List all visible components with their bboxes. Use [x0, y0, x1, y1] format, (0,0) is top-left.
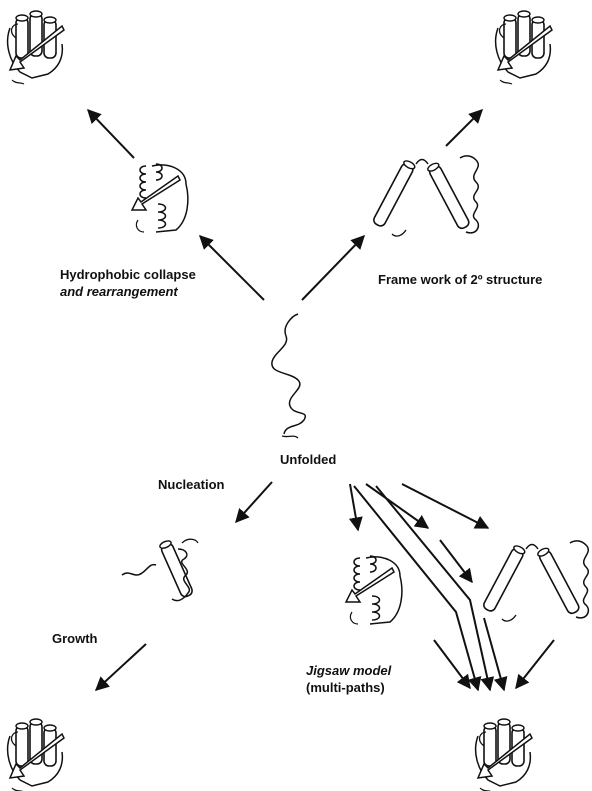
unfolded-chain-icon — [272, 314, 305, 438]
arrow-unfolded-to-framework — [302, 236, 364, 300]
framework-label: Frame work of 2º structure — [378, 271, 542, 288]
native-folded-protein-icon-bottom-right — [476, 719, 532, 791]
arrow-framework-to-native — [446, 110, 482, 146]
secondary-structure-framework-icon — [372, 156, 478, 236]
collapsed-intermediate-icon-jigsaw — [346, 556, 402, 624]
jigsaw-model-line2: (multi-paths) — [306, 679, 391, 696]
arrow-collapse-to-native — [88, 110, 134, 158]
native-folded-protein-icon-top-left — [8, 11, 64, 84]
arrow-unfolded-to-collapse — [200, 236, 264, 300]
native-folded-protein-icon-bottom-left — [8, 719, 64, 791]
arrow-growth-to-native — [96, 644, 146, 690]
hydrophobic-collapse-line1: Hydrophobic collapse — [60, 266, 196, 283]
hydrophobic-collapse-label: Hydrophobic collapse and rearrangement — [60, 266, 196, 300]
arrow-jigsaw-path-3 — [402, 484, 488, 528]
jigsaw-model-line1: Jigsaw model — [306, 662, 391, 679]
nucleation-label: Nucleation — [158, 476, 224, 493]
collapsed-intermediate-icon — [132, 164, 188, 232]
hydrophobic-collapse-line2: and rearrangement — [60, 283, 196, 300]
jigsaw-model-label: Jigsaw model (multi-paths) — [306, 662, 391, 696]
native-folded-protein-icon-top-right — [496, 11, 552, 84]
arrow-jigsaw-path-6 — [434, 640, 470, 688]
secondary-structure-framework-icon-jigsaw — [482, 541, 588, 621]
arrow-jigsaw-path-7 — [516, 640, 554, 688]
growth-label: Growth — [52, 630, 98, 647]
arrow-jigsaw-path-2 — [366, 484, 428, 528]
arrow-jigsaw-path-4 — [440, 540, 472, 582]
unfolded-label: Unfolded — [280, 451, 336, 468]
nucleus-intermediate-icon — [122, 539, 198, 600]
arrow-jigsaw-long-path-2 — [376, 486, 490, 690]
arrow-unfolded-to-nucleus — [236, 482, 272, 522]
